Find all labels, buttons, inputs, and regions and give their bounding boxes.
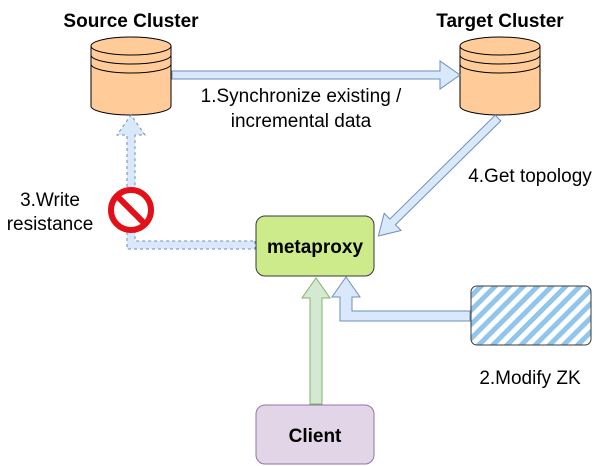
write-resistance-arrow: [116, 114, 256, 250]
client-node[interactable]: Client: [255, 404, 375, 465]
client-request-arrow: [301, 277, 331, 405]
modify-zk-label: 2.Modify ZK: [479, 368, 581, 389]
write-label-line2: resistance: [7, 214, 94, 235]
get-topology-arrow: [377, 114, 502, 237]
target-cluster-cylinder[interactable]: [459, 36, 541, 116]
zookeeper-striped-box-icon[interactable]: [470, 285, 592, 346]
get-topology-label: 4.Get topology: [468, 166, 592, 187]
no-entry-icon: [108, 187, 154, 233]
source-cluster-cylinder[interactable]: [90, 36, 172, 116]
modify-zk-arrow: [331, 276, 471, 322]
source-cluster-title: Source Cluster: [63, 11, 199, 32]
metaproxy-label: metaproxy: [267, 237, 364, 258]
client-label: Client: [289, 426, 342, 447]
write-label-line1: 3.Write: [20, 190, 80, 211]
metaproxy-node[interactable]: metaproxy: [255, 215, 375, 277]
sync-label-line1: 1.Synchronize existing /: [201, 86, 402, 107]
sync-arrow: [171, 60, 461, 90]
sync-label-line2: incremental data: [231, 111, 372, 132]
target-cluster-title: Target Cluster: [436, 11, 564, 32]
